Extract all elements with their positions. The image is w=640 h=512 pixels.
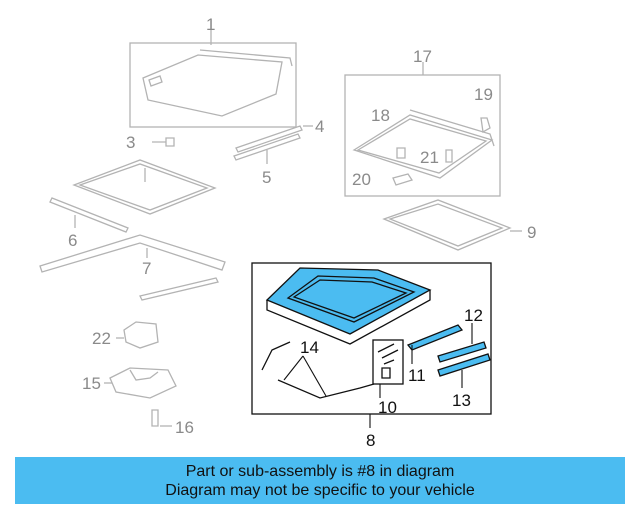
part-22-motor bbox=[123, 321, 159, 349]
part-16-screw bbox=[151, 409, 159, 427]
part-9-seal bbox=[382, 199, 512, 251]
part-6-seal bbox=[72, 159, 217, 215]
callout-5: 5 bbox=[262, 168, 271, 187]
callout-4: 4 bbox=[315, 117, 324, 136]
part-12-strip bbox=[437, 341, 487, 363]
callout-1: 1 bbox=[206, 15, 215, 34]
info-banner: Part or sub-assembly is #8 in diagram Di… bbox=[15, 457, 625, 504]
callout-11: 11 bbox=[408, 366, 426, 385]
callout-20: 20 bbox=[352, 170, 371, 189]
callout-21: 21 bbox=[420, 148, 439, 167]
callout-6: 6 bbox=[68, 231, 77, 250]
callout-22: 22 bbox=[92, 329, 111, 348]
callout-7: 7 bbox=[142, 259, 151, 278]
part-1-glass bbox=[142, 54, 283, 117]
callout-14: 14 bbox=[300, 338, 319, 357]
part-10-frame bbox=[372, 339, 404, 385]
callout-17: 17 bbox=[413, 47, 432, 66]
part-1-frame bbox=[129, 42, 297, 128]
part-11-strip bbox=[406, 324, 464, 351]
callout-18: 18 bbox=[371, 106, 390, 125]
banner-line-1: Part or sub-assembly is #8 in diagram bbox=[185, 462, 455, 480]
part-5-strip bbox=[233, 133, 301, 161]
callout-8: 8 bbox=[366, 431, 375, 450]
part-8-frame bbox=[251, 262, 492, 415]
callout-15: 15 bbox=[82, 374, 101, 393]
callout-13: 13 bbox=[452, 391, 471, 410]
part-4-strip bbox=[235, 125, 303, 153]
banner-line-2: Diagram may not be specific to your vehi… bbox=[165, 481, 475, 499]
part-14-cable bbox=[261, 341, 375, 399]
part-13-strip bbox=[437, 353, 491, 377]
part-15-module bbox=[109, 367, 177, 399]
callout-16: 16 bbox=[175, 418, 194, 437]
callout-9: 9 bbox=[527, 223, 536, 242]
part-3-bolt bbox=[152, 137, 175, 147]
callout-10: 10 bbox=[378, 398, 397, 417]
callout-19: 19 bbox=[474, 85, 493, 104]
callout-12: 12 bbox=[464, 306, 483, 325]
part-7-strip bbox=[39, 234, 226, 273]
callout-3: 3 bbox=[126, 133, 135, 152]
